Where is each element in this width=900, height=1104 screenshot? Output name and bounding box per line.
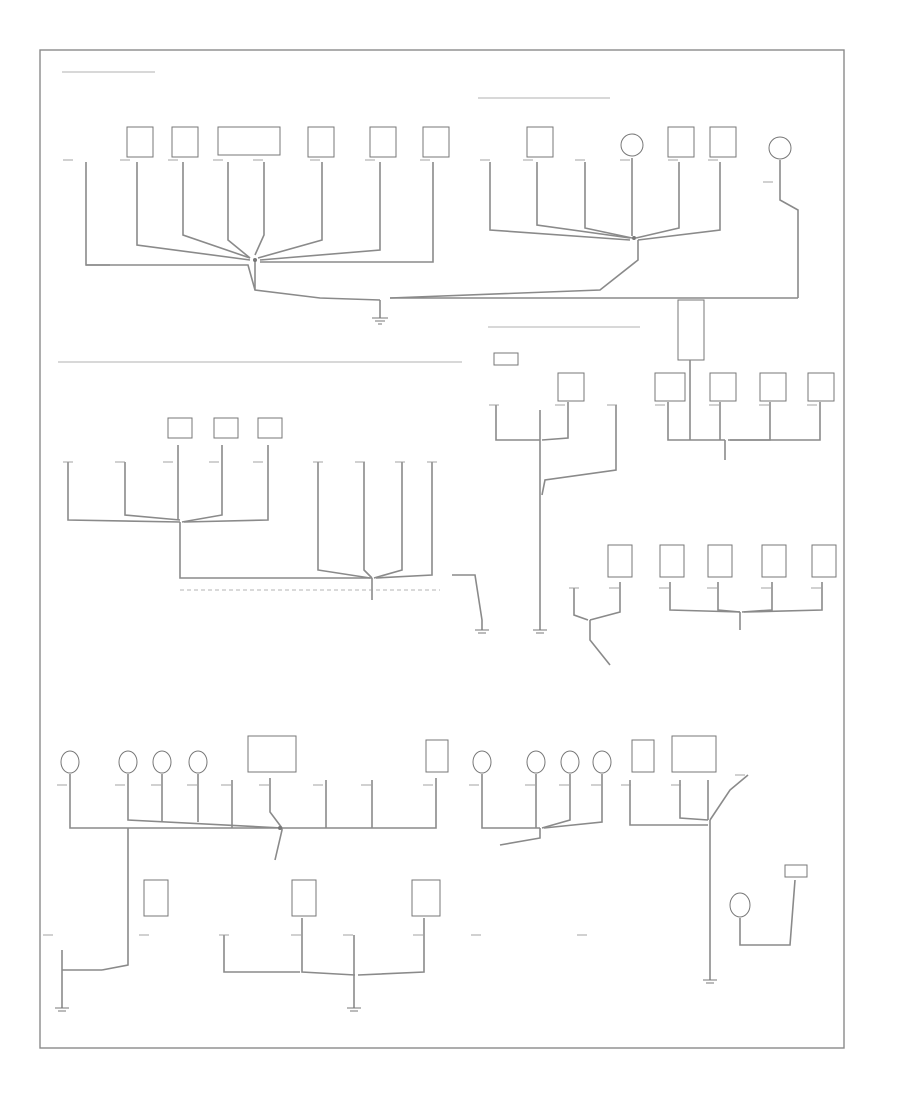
connector-box bbox=[247, 735, 297, 773]
connector-box bbox=[667, 126, 695, 158]
connector-box bbox=[291, 879, 317, 917]
lamp-symbol bbox=[620, 133, 644, 157]
connector-box bbox=[784, 864, 808, 878]
lamp-symbol bbox=[60, 750, 80, 774]
ground-symbol bbox=[703, 979, 717, 984]
connector-box bbox=[557, 372, 585, 402]
wires bbox=[481, 774, 796, 980]
component-boxes-lower bbox=[143, 879, 441, 917]
connector-box bbox=[671, 735, 717, 773]
connector-box bbox=[411, 879, 441, 917]
wire-stubs bbox=[43, 159, 821, 936]
connector-box bbox=[217, 126, 281, 156]
connector-box bbox=[709, 372, 737, 402]
wires bbox=[61, 774, 437, 1008]
connector-box bbox=[422, 126, 450, 158]
connector-box bbox=[526, 126, 554, 158]
connector-box bbox=[257, 417, 283, 439]
wires-lower bbox=[223, 918, 425, 1008]
middle-left-group bbox=[67, 417, 489, 634]
ground-symbol bbox=[475, 629, 489, 634]
connector-box bbox=[307, 126, 335, 158]
splice-dot bbox=[253, 258, 257, 262]
connector-box bbox=[807, 372, 835, 402]
lamp-symbol bbox=[472, 750, 492, 774]
bottom-left-group bbox=[55, 735, 449, 1012]
lamp-symbol bbox=[118, 750, 138, 774]
connector-box bbox=[143, 879, 169, 917]
lamp-symbol bbox=[152, 750, 172, 774]
component-boxes bbox=[631, 735, 808, 878]
component-boxes bbox=[493, 299, 835, 402]
splice-dot bbox=[278, 826, 282, 830]
connector-box bbox=[369, 126, 397, 158]
section-dividers bbox=[58, 71, 640, 363]
ground-symbol bbox=[533, 629, 547, 634]
bottom-right-group bbox=[472, 735, 808, 984]
lamp-symbol bbox=[526, 750, 546, 774]
wires-lower bbox=[573, 582, 823, 666]
component-boxes bbox=[247, 735, 449, 773]
top-left-group bbox=[85, 126, 450, 325]
lamp-symbol bbox=[768, 136, 792, 160]
top-right-group bbox=[389, 126, 799, 299]
wires bbox=[495, 360, 821, 630]
lamp-symbols bbox=[472, 750, 751, 918]
connector-box bbox=[607, 544, 633, 578]
connector-box bbox=[707, 544, 733, 578]
connector-box bbox=[709, 126, 737, 158]
ground-symbol bbox=[372, 317, 388, 325]
lamp-symbol bbox=[729, 892, 751, 918]
component-boxes bbox=[167, 417, 283, 439]
connector-box bbox=[654, 372, 686, 402]
ground-symbol bbox=[55, 1007, 361, 1012]
wires bbox=[85, 162, 434, 318]
diagram-border bbox=[39, 49, 845, 1049]
connector-box bbox=[811, 544, 837, 578]
middle-right-group bbox=[493, 299, 837, 666]
lamp-symbol bbox=[592, 750, 612, 774]
wires bbox=[67, 445, 483, 630]
connector-box bbox=[213, 417, 239, 439]
component-boxes-lower bbox=[607, 544, 837, 578]
component-boxes bbox=[526, 126, 792, 160]
lamp-symbol bbox=[188, 750, 208, 774]
connector-box bbox=[761, 544, 787, 578]
connector-box bbox=[677, 299, 705, 361]
component-boxes bbox=[126, 126, 450, 158]
connector-box bbox=[425, 739, 449, 773]
connector-box bbox=[659, 544, 685, 578]
lamp-symbols bbox=[60, 750, 208, 774]
connector-box bbox=[171, 126, 199, 158]
connector-box bbox=[167, 417, 193, 439]
connector-box bbox=[493, 352, 519, 366]
wires bbox=[389, 158, 799, 299]
connector-box bbox=[631, 739, 655, 773]
lamp-symbol bbox=[560, 750, 580, 774]
connector-box bbox=[126, 126, 154, 158]
connector-box bbox=[759, 372, 787, 402]
splice-dot bbox=[632, 236, 636, 240]
